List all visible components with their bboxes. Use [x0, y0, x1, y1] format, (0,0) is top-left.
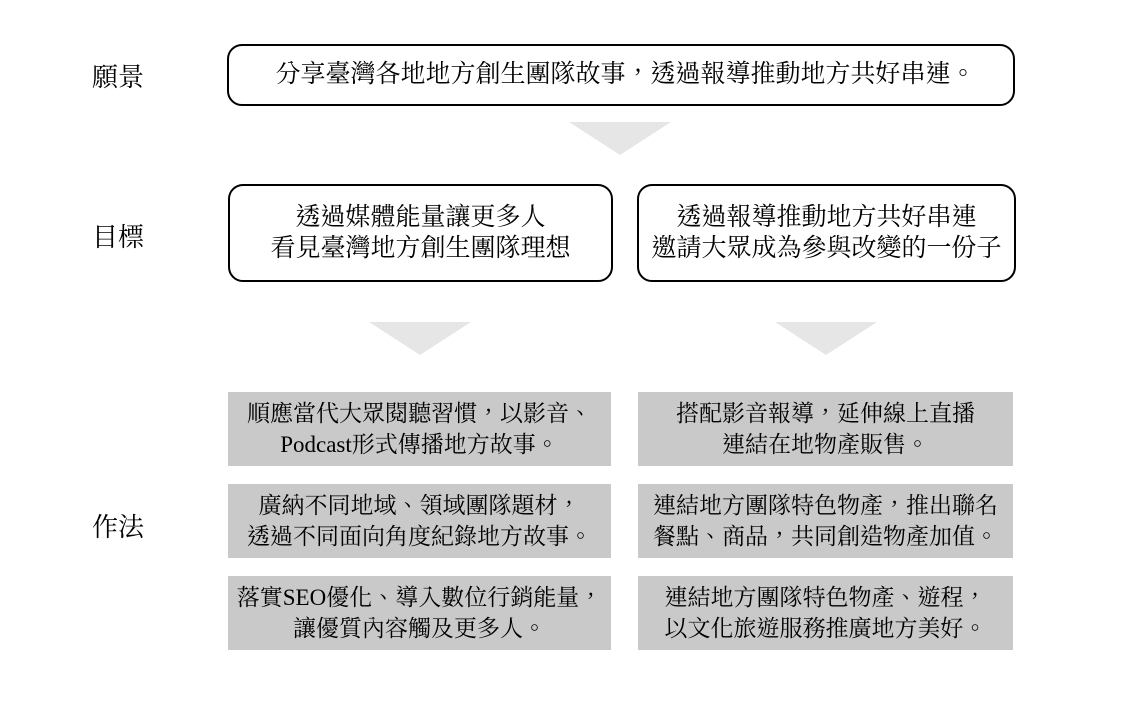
method-right-3-line2: 以文化旅遊服務推廣地方美好。 — [664, 616, 987, 641]
method-left-1-line1: 順應當代大眾閱聽習慣，以影音、 — [247, 400, 592, 426]
arrow-down-icon — [569, 122, 671, 155]
vision-box: 分享臺灣各地地方創生團隊故事，透過報導推動地方共好串連。 — [227, 43, 1015, 106]
method-left-2-line2: 透過不同面向角度紀錄地方故事。 — [247, 524, 592, 549]
method-left-2-line1: 廣納不同地域、領域團隊題材， — [258, 492, 581, 518]
method-right-1-line2: 連結在地物產販售。 — [722, 432, 929, 457]
method-box-left-2: 廣納不同地域、領域團隊題材， 透過不同面向角度紀錄地方故事。 — [228, 484, 611, 558]
method-left-3-line1: 落實SEO優化、導入數位行銷能量， — [236, 584, 603, 610]
method-right-2-line2: 餐點、商品，共同創造物產加值。 — [653, 524, 998, 549]
method-box-left-1: 順應當代大眾閱聽習慣，以影音、 Podcast形式傳播地方故事。 — [228, 392, 611, 466]
method-right-1-line1: 搭配影音報導，延伸線上直播 — [676, 400, 975, 426]
vision-text: 分享臺灣各地地方創生團隊故事，透過報導推動地方共好串連。 — [275, 60, 976, 88]
goal-box-right: 透過報導推動地方共好串連 邀請大眾成為參與改變的一份子 — [637, 183, 1016, 282]
method-right-3-line1: 連結地方團隊特色物產、遊程， — [664, 584, 987, 610]
goal-left-line1: 透過媒體能量讓更多人 — [295, 203, 546, 231]
goal-box-left: 透過媒體能量讓更多人 看見臺灣地方創生團隊理想 — [228, 183, 613, 282]
method-left-3-line2: 讓優質內容觸及更多人。 — [293, 616, 546, 641]
method-left-1-line2: Podcast形式傳播地方故事。 — [280, 432, 559, 457]
arrow-down-icon — [775, 322, 877, 355]
method-box-left-3: 落實SEO優化、導入數位行銷能量， 讓優質內容觸及更多人。 — [228, 576, 611, 650]
method-row-label: 作法 — [92, 513, 145, 542]
goal-left-line2: 看見臺灣地方創生團隊理想 — [270, 234, 571, 262]
goal-row-label: 目標 — [92, 223, 145, 252]
goal-right-line1: 透過報導推動地方共好串連 — [676, 203, 977, 231]
arrow-down-icon — [369, 322, 471, 355]
goal-right-line2: 邀請大眾成為參與改變的一份子 — [651, 234, 1002, 262]
method-box-right-3: 連結地方團隊特色物產、遊程， 以文化旅遊服務推廣地方美好。 — [638, 576, 1013, 650]
method-right-2-line1: 連結地方團隊特色物產，推出聯名 — [653, 492, 998, 518]
method-box-right-1: 搭配影音報導，延伸線上直播 連結在地物產販售。 — [638, 392, 1013, 466]
vision-row-label: 願景 — [92, 63, 145, 92]
method-box-right-2: 連結地方團隊特色物產，推出聯名 餐點、商品，共同創造物產加值。 — [638, 484, 1013, 558]
